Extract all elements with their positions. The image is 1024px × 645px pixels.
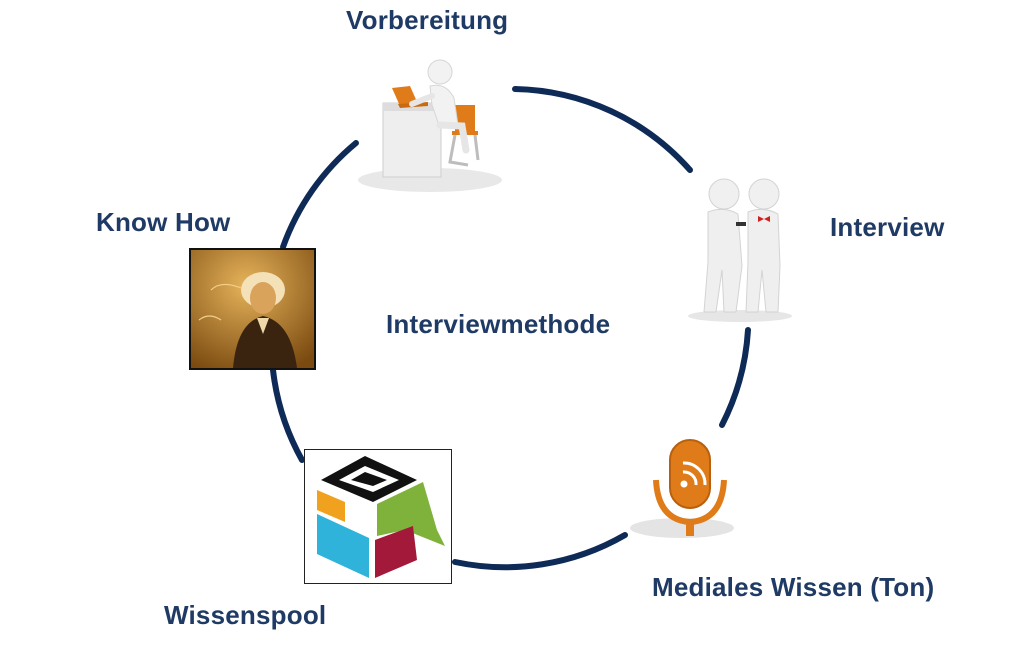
person-at-desk-icon [358, 59, 502, 192]
step-label-wissenspool: Wissenspool [164, 600, 327, 630]
two-people-talking-icon [688, 178, 792, 322]
ring-arc-bottom [452, 532, 628, 571]
center-label: Interviewmethode [386, 309, 611, 339]
ring-arc-right [719, 327, 751, 428]
step-label-vorbereitung: Vorbereitung [346, 5, 509, 35]
step-label-mediales-wissen: Mediales Wissen (Ton) [652, 572, 935, 602]
microphone-icon [630, 439, 734, 538]
cycle-ring [270, 86, 751, 571]
knowledge-pool-logo-icon [304, 449, 452, 584]
step-label-know-how: Know How [96, 207, 231, 237]
portrait-photo [189, 248, 316, 370]
ring-arc-top-left [280, 140, 359, 250]
step-label-interview: Interview [830, 212, 945, 242]
ring-arc-top-right [512, 86, 693, 173]
ring-arc-bottom-left [270, 367, 305, 463]
